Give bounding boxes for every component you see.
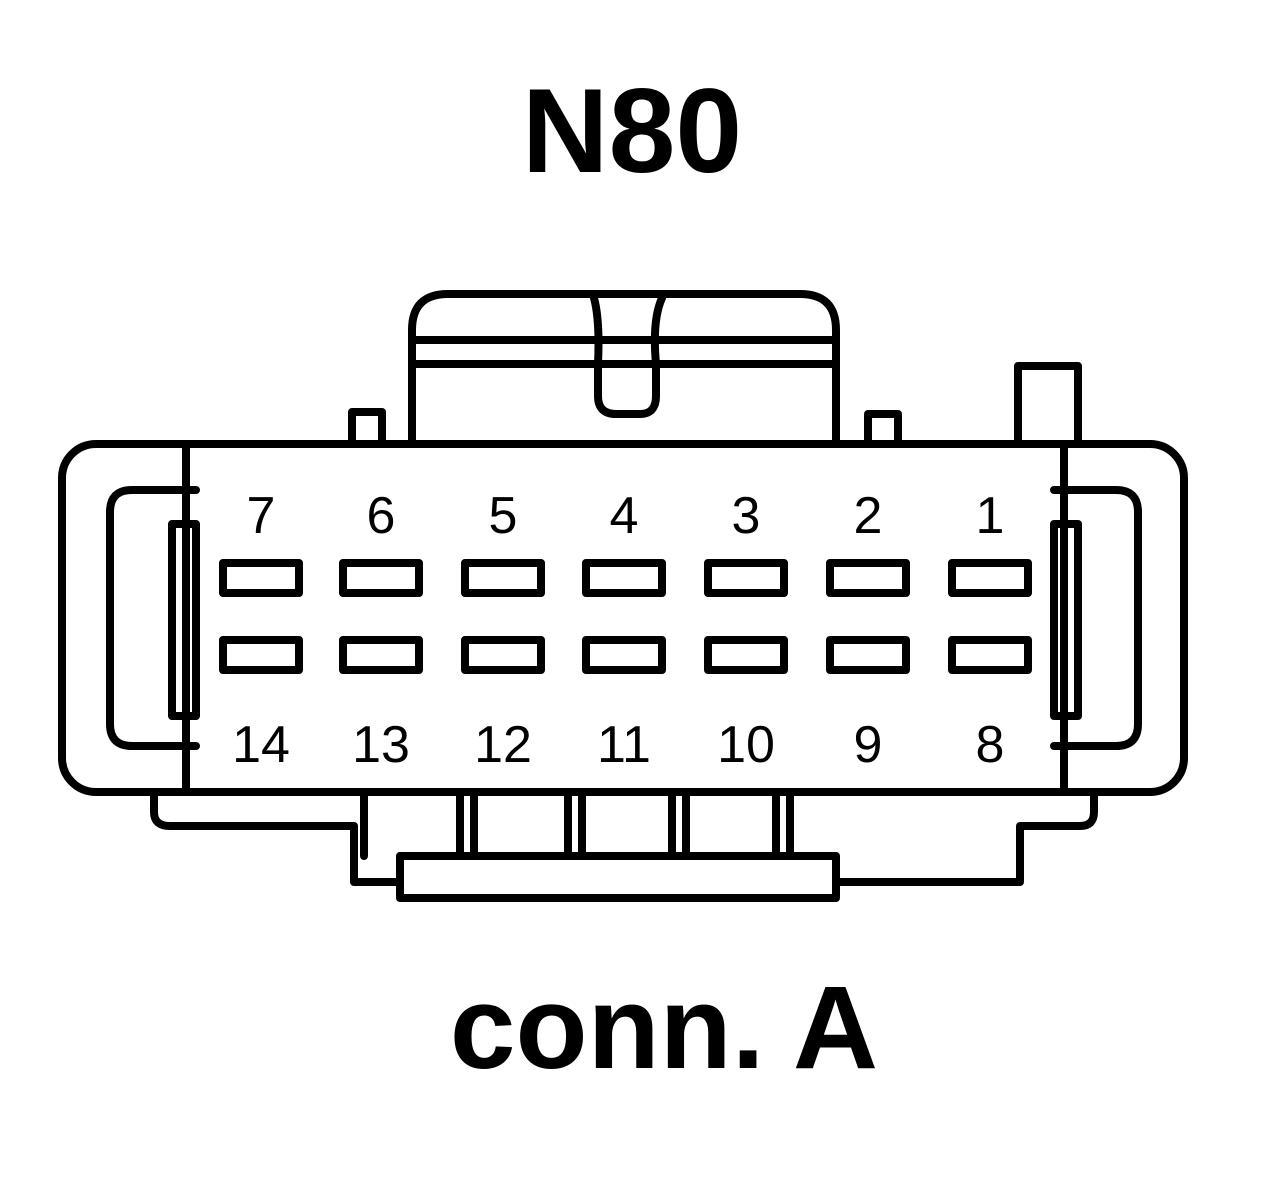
pin-label-12: 12 <box>474 716 532 774</box>
pin-cavity-7 <box>219 559 303 597</box>
bottom-row-cavities <box>219 636 1032 674</box>
pin-cavity-4 <box>582 559 666 597</box>
pin-label-7: 7 <box>247 487 276 545</box>
pin-label-9: 9 <box>854 716 883 774</box>
pin-label-10: 10 <box>717 716 775 774</box>
diagram-title: N80 <box>522 64 742 198</box>
pin-label-8: 8 <box>976 716 1005 774</box>
pin-label-14: 14 <box>232 716 290 774</box>
pin-label-2: 2 <box>854 487 883 545</box>
pin-cavity-8 <box>948 636 1032 674</box>
bottom-row-labels: 14 13 12 11 10 9 8 <box>232 716 1004 774</box>
pin-cavity-9 <box>826 636 910 674</box>
bottom-ribs <box>360 792 794 860</box>
pin-label-11: 11 <box>597 716 651 774</box>
right-clip <box>1050 486 1142 750</box>
pin-cavity-2 <box>826 559 910 597</box>
left-clip <box>106 486 200 750</box>
top-tab-right <box>864 410 902 448</box>
pin-cavity-3 <box>704 559 788 597</box>
diagram-caption: conn. A <box>450 962 878 1094</box>
top-tab-left <box>348 408 386 448</box>
bottom-lip <box>396 852 840 886</box>
pin-label-1: 1 <box>976 487 1005 545</box>
pin-cavity-1 <box>948 559 1032 597</box>
pin-cavity-14 <box>219 636 303 674</box>
pin-cavity-12 <box>461 636 545 674</box>
pin-cavity-6 <box>339 559 423 597</box>
connector-body <box>58 440 1188 796</box>
pin-cavity-11 <box>582 636 666 674</box>
pin-label-4: 4 <box>610 487 639 545</box>
pin-cavity-5 <box>461 559 545 597</box>
pin-cavity-13 <box>339 636 423 674</box>
pin-cavity-10 <box>704 636 788 674</box>
pin-label-13: 13 <box>352 716 410 774</box>
pin-label-3: 3 <box>732 487 761 545</box>
top-latch <box>408 290 840 446</box>
top-post-right <box>1014 362 1082 448</box>
bottom-flange <box>150 792 1098 902</box>
top-row-labels: 7 6 5 4 3 2 1 <box>247 487 1005 545</box>
top-row-cavities <box>219 559 1032 597</box>
pin-label-6: 6 <box>367 487 396 545</box>
pin-label-5: 5 <box>489 487 518 545</box>
